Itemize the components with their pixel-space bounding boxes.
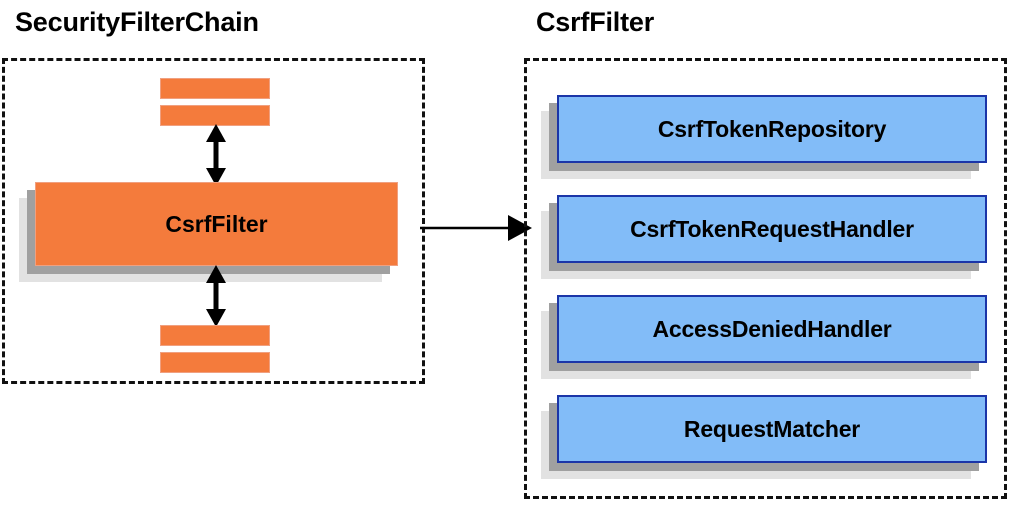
collaborator-csrf-token-repository-label: CsrfTokenRepository [657,115,887,142]
page-title-security-filter-chain: SecurityFilterChain [15,7,259,37]
collaborator-request-matcher-label: RequestMatcher [683,415,861,442]
filter-bar-above-2 [160,105,270,126]
filter-bar-below-1 [160,325,270,346]
collaborator-request-matcher[interactable]: RequestMatcher [557,395,987,463]
collaborator-csrf-token-request-handler-label: CsrfTokenRequestHandler [630,215,914,242]
filter-bar-below-2 [160,352,270,373]
group-box-csrf-filter [524,58,1007,499]
block-csrf-filter[interactable]: CsrfFilter [35,182,398,266]
collaborator-access-denied-handler[interactable]: AccessDeniedHandler [557,295,987,363]
block-csrf-filter-label: CsrfFilter [165,210,268,237]
group-box-security-filter-chain [2,58,425,384]
collaborator-access-denied-handler-label: AccessDeniedHandler [652,315,892,342]
collaborator-csrf-token-request-handler[interactable]: CsrfTokenRequestHandler [557,195,987,263]
filter-bar-above-1 [160,78,270,99]
connector-cross-panel-arrow [420,212,532,244]
page-title-csrf-filter: CsrfFilter [536,7,655,37]
collaborator-csrf-token-repository[interactable]: CsrfTokenRepository [557,95,987,163]
